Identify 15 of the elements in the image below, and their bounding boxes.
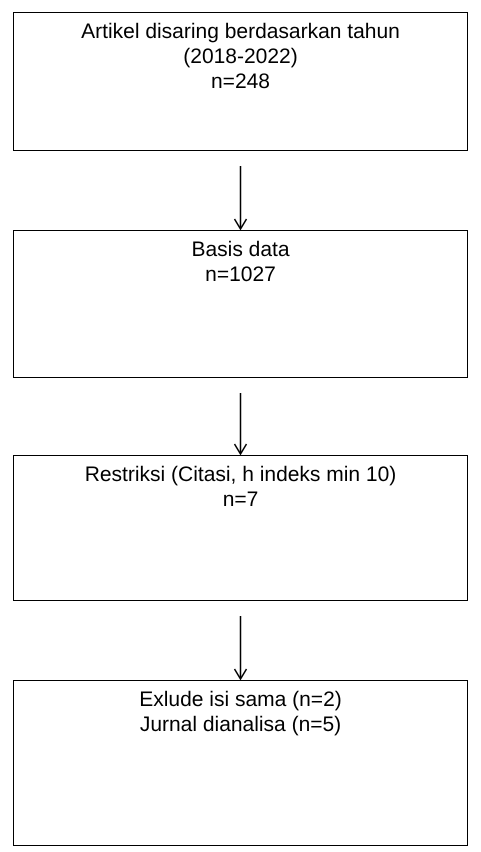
box-text: Restriksi (Citasi, h indeks min 10) [84,462,398,487]
arrow [234,393,248,455]
box-text: Basis data [190,237,291,262]
box-text: n=7 [222,487,260,512]
box-text: n=248 [210,69,271,94]
box-text: Artikel disaring berdasarkan tahun (2018-2022) [80,19,401,69]
process-box [13,680,468,846]
box-text: Exlude isi sama (n=2) [138,687,343,712]
box-text: Jurnal dianalisa (n=5) [138,712,342,737]
box-text: n=1027 [204,262,277,287]
arrow [234,616,248,680]
process-box [13,455,468,601]
arrow [234,166,248,230]
process-box [13,12,468,151]
process-box [13,230,468,378]
